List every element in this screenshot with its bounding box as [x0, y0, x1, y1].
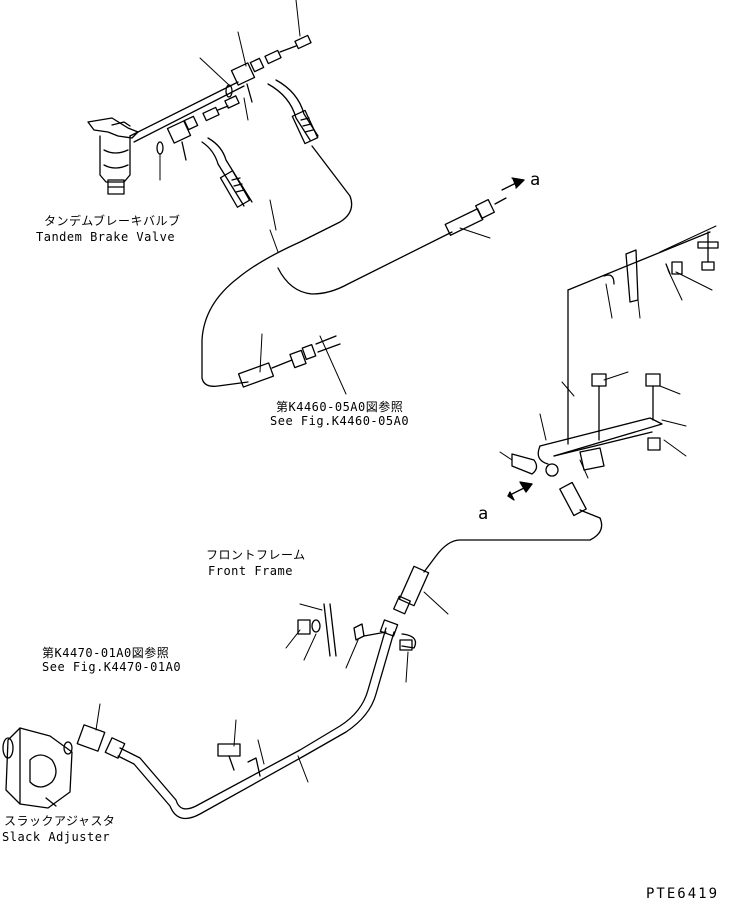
switch-connector-upper [264, 34, 312, 65]
bracket-assembly-right [511, 231, 719, 477]
front-frame-clamp [297, 603, 387, 657]
tandem-brake-valve [87, 117, 139, 195]
slack-adjuster [2, 724, 106, 809]
label-tandem-brake-valve-en: Tandem Brake Valve [36, 230, 176, 244]
label-tandem-brake-valve-jp: タンデムブレーキバルブ [44, 214, 181, 228]
label-see-fig-1-en: See Fig.K4460-05A0 [270, 414, 410, 428]
hose-lower-right [393, 481, 603, 615]
label-slack-adjuster-en: Slack Adjuster [2, 830, 111, 844]
label-slack-adjuster-jp: スラックアジャスタ [4, 814, 116, 828]
leader-lines [95, 0, 717, 783]
reference-mark-a-mid: a [478, 504, 489, 524]
hose-k4460 [237, 335, 341, 388]
brake-tube-lower [119, 627, 387, 810]
brake-tube-main [201, 145, 353, 387]
brake-hose-left [201, 137, 253, 208]
fitting-lower-tee [166, 115, 199, 161]
brake-hose-right [267, 79, 319, 145]
fitting-upper-tee [230, 57, 265, 103]
label-front-frame-en: Front Frame [208, 564, 293, 578]
reference-mark-a-top: a [530, 170, 541, 190]
label-see-fig-2-jp: 第K4470-01A0図参照 [42, 646, 170, 660]
drawing-code: PTE6419 [646, 886, 720, 902]
label-front-frame-jp: フロントフレーム [206, 548, 306, 562]
switch-connector-lower [202, 95, 240, 122]
label-see-fig-2-en: See Fig.K4470-01A0 [42, 660, 182, 674]
label-see-fig-1-jp: 第K4460-05A0図参照 [276, 400, 404, 414]
